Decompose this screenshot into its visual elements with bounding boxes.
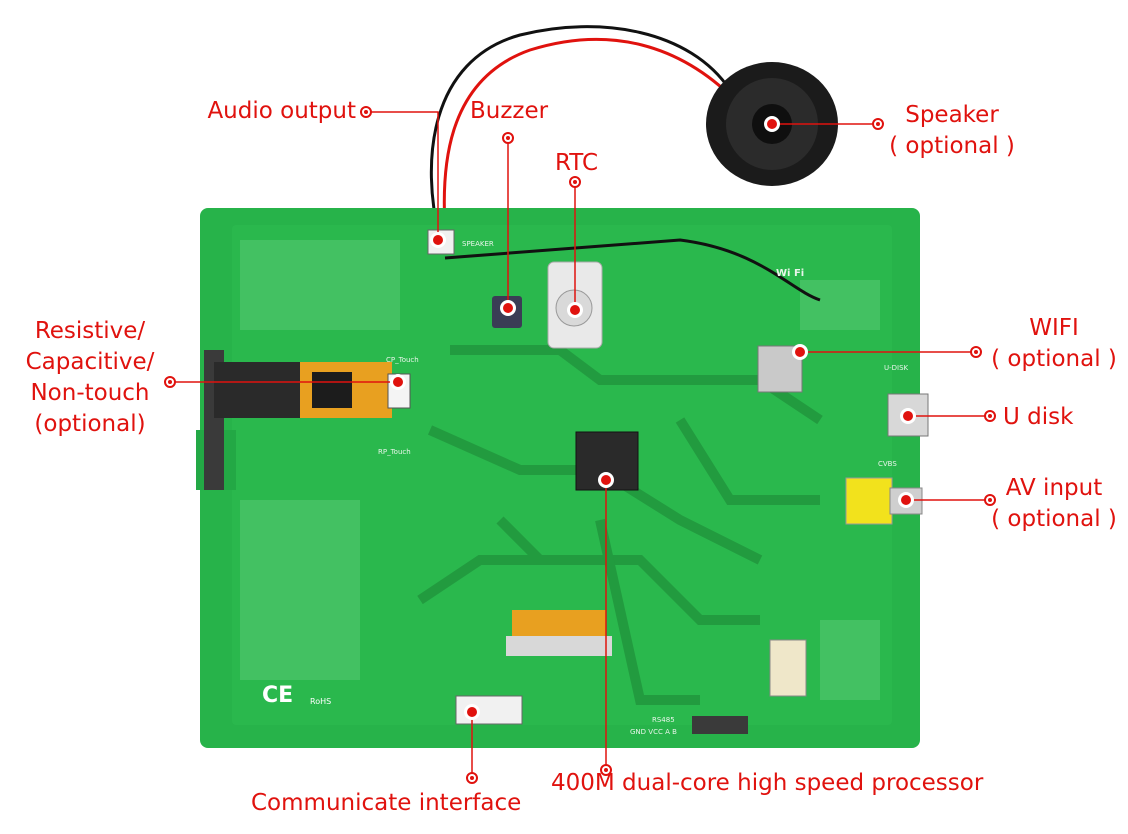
wifi-antenna-wire <box>444 238 821 302</box>
speaker-cable-black <box>429 25 732 241</box>
leader-audio <box>366 111 439 240</box>
silk-rohs: RoHS <box>310 697 331 706</box>
marker-comm-end <box>466 772 478 784</box>
marker-touch-end <box>164 376 176 388</box>
wifi-module <box>757 345 803 393</box>
label-communicate-interface: Communicate interface <box>251 790 522 816</box>
touch-fpc-chip <box>312 372 352 408</box>
marker-wifi <box>792 344 808 360</box>
marker-udisk <box>900 408 916 424</box>
lcd-connector <box>512 610 606 638</box>
marker-processor <box>598 472 614 488</box>
label-touch: Resistive/ Capacitive/ Non-touch (option… <box>16 316 164 440</box>
marker-wifi-end <box>970 346 982 358</box>
silk-cp-touch: CP_Touch <box>386 356 419 364</box>
silk-udisk: U-DISK <box>884 364 909 372</box>
label-av-line1: AV input <box>1005 475 1103 501</box>
label-touch-line3: Non-touch <box>30 380 150 406</box>
label-speaker-line2: ( optional ) <box>889 133 1015 159</box>
silk-cvbs: CVBS <box>878 460 897 468</box>
marker-buzzer-end <box>502 132 514 144</box>
marker-comm <box>464 704 480 720</box>
marker-touch <box>390 374 406 390</box>
silk-speaker: SPEAKER <box>462 240 494 248</box>
label-processor: 400M dual-core high speed processor <box>551 770 984 796</box>
marker-rtc-end <box>569 176 581 188</box>
label-av-input: AV input ( optional ) <box>986 473 1122 535</box>
label-buzzer: Buzzer <box>470 98 549 124</box>
marker-buzzer <box>500 300 516 316</box>
marker-speaker-end <box>872 118 884 130</box>
marker-audio-end <box>360 106 372 118</box>
label-wifi-line1: WIFI <box>1029 315 1079 341</box>
rs485-header <box>692 716 748 734</box>
av-jack <box>845 477 893 525</box>
label-wifi-line2: ( optional ) <box>991 346 1117 372</box>
label-wifi: WIFI ( optional ) <box>986 313 1122 375</box>
battery-connector <box>769 639 807 697</box>
speaker-cable-red <box>442 37 737 241</box>
marker-rtc <box>567 302 583 318</box>
label-rtc: RTC <box>555 150 599 176</box>
lcd-connector-latch <box>506 636 612 656</box>
silk-wifi: Wi Fi <box>776 268 804 279</box>
marker-av <box>898 492 914 508</box>
touch-fpc-cable <box>214 362 310 418</box>
label-touch-line1: Resistive/ <box>34 318 146 344</box>
label-speaker-line1: Speaker <box>905 102 999 128</box>
pcb-traces <box>417 345 823 705</box>
label-av-line2: ( optional ) <box>991 506 1117 532</box>
silkscreen: SPEAKER U-DISK CVBS CP_Touch RP_Touch RS… <box>262 240 909 736</box>
callout-markers <box>164 106 996 784</box>
label-u-disk: U disk <box>1003 404 1074 430</box>
silk-rp-touch: RP_Touch <box>378 448 411 456</box>
marker-av-end <box>984 494 996 506</box>
label-touch-line2: Capacitive/ <box>25 349 155 375</box>
silk-rs485: RS485 <box>652 716 675 724</box>
marker-udisk-end <box>984 410 996 422</box>
label-touch-line4: (optional) <box>34 411 146 437</box>
label-audio-output: Audio output <box>207 98 356 124</box>
marker-speaker <box>764 116 780 132</box>
callout-lines <box>170 111 990 778</box>
pcb-vias <box>240 240 880 700</box>
marker-audio <box>430 232 446 248</box>
silk-rs485-pins: GND VCC A B <box>630 728 677 736</box>
label-speaker: Speaker ( optional ) <box>884 100 1020 162</box>
silk-ce: CE <box>262 683 293 708</box>
marker-processor-end <box>600 764 612 776</box>
